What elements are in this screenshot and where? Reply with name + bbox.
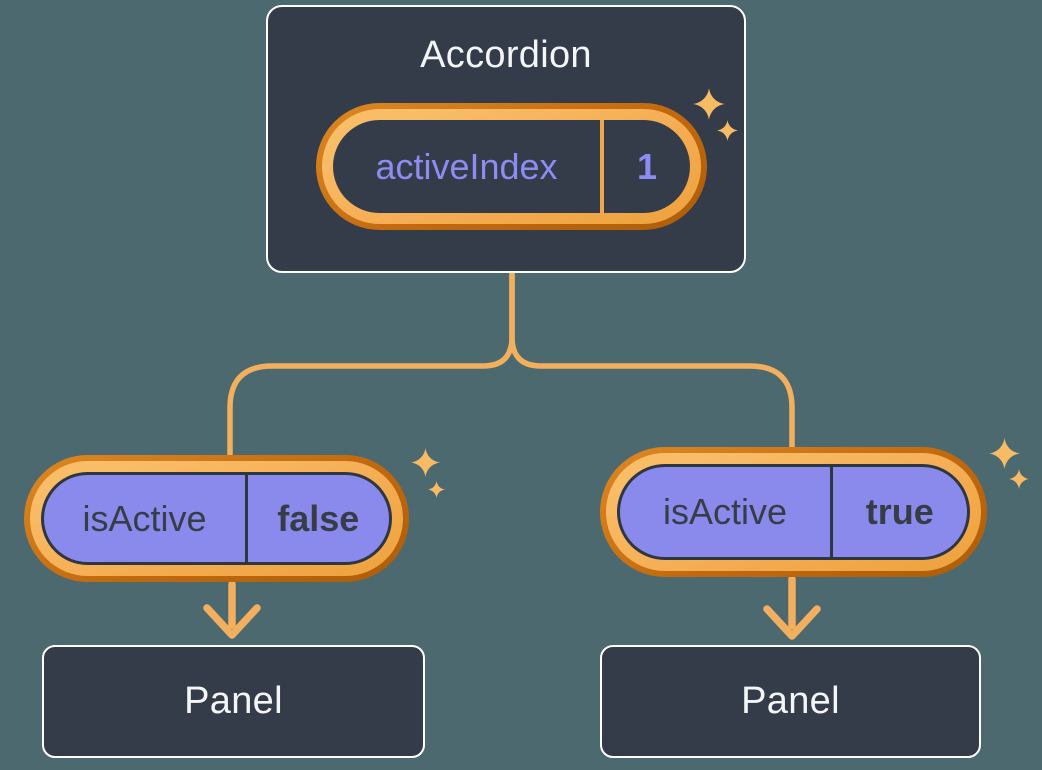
state-pill-isactive-right: isActive true (600, 447, 987, 577)
state-name-label: isActive (82, 497, 207, 539)
state-pill-isactive-left: isActive false (24, 455, 409, 582)
state-pill-activeindex: activeIndex 1 (316, 103, 707, 230)
pill-body: isActive true (617, 464, 970, 560)
pill-body: isActive false (41, 472, 392, 565)
pill-divider (245, 475, 248, 562)
connector-branch-right (509, 272, 795, 448)
state-name-label: isActive (662, 491, 788, 532)
state-value-label: false (277, 497, 360, 539)
panel-node-left: Panel (42, 645, 425, 758)
state-name-label: activeIndex (375, 145, 558, 187)
sparkle-icon (989, 438, 1020, 469)
state-value-label: true (865, 491, 934, 532)
pill-divider (830, 467, 833, 557)
pill-ring: isActive true (606, 453, 981, 571)
sparkle-icon (1009, 469, 1029, 489)
sparkle-icon (411, 448, 440, 477)
sparkle-icon (428, 481, 445, 498)
connector-branch-left (227, 272, 515, 456)
state-value-label: 1 (636, 145, 658, 187)
down-arrow-icon (203, 580, 261, 639)
panel-label: Panel (184, 680, 283, 722)
sparkle-icon (693, 88, 725, 120)
sparkle-icon (717, 120, 738, 141)
pill-divider (600, 120, 604, 213)
accordion-title: Accordion (420, 34, 592, 76)
pill-ring: activeIndex 1 (322, 109, 701, 224)
panel-node-right: Panel (600, 645, 981, 758)
pill-body: activeIndex 1 (333, 120, 690, 213)
panel-label: Panel (741, 680, 840, 722)
down-arrow-icon (763, 575, 821, 640)
pill-ring: isActive false (30, 461, 403, 576)
